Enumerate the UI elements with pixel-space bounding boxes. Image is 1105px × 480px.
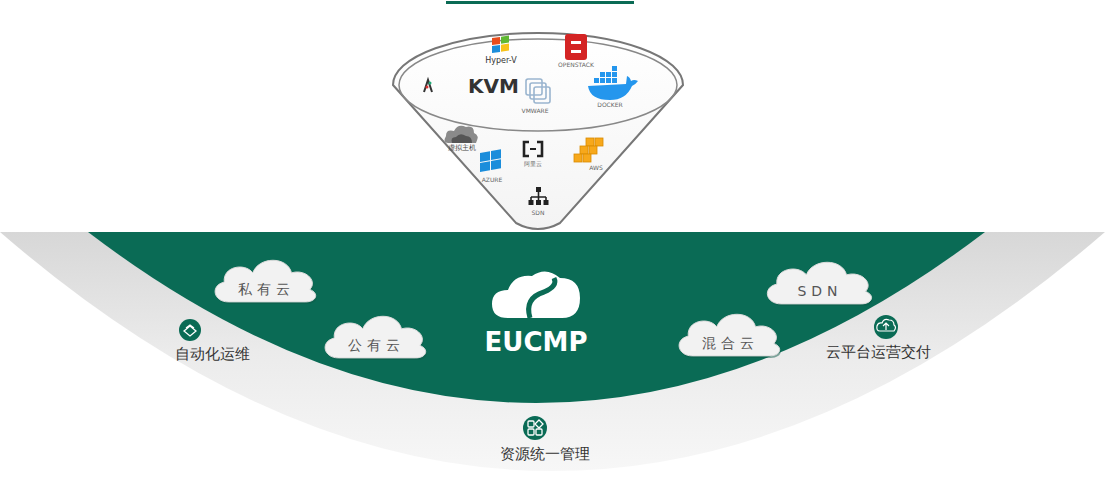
sdn-icon bbox=[529, 187, 549, 205]
docker-icon bbox=[588, 66, 638, 100]
grey-arc-band bbox=[0, 232, 1105, 471]
platform-logo-text: KVM bbox=[468, 75, 519, 97]
core-band: EUCMP 私有云公有云 混合云 SDN bbox=[88, 232, 985, 407]
cloud-box: SDN bbox=[760, 256, 876, 306]
source-funnel-shape bbox=[388, 30, 688, 235]
platform-label: AWS bbox=[589, 165, 603, 172]
cloud-label: 混合云 bbox=[702, 336, 759, 351]
ops-icon bbox=[179, 319, 201, 341]
platform-label: 阿里云 bbox=[524, 161, 542, 168]
vhost-icon bbox=[444, 126, 477, 143]
platform-label: AZURE bbox=[482, 177, 503, 184]
kvm-icon bbox=[424, 80, 432, 92]
top-rule-bar bbox=[446, 1, 634, 4]
platform-label: VMWARE bbox=[522, 108, 549, 115]
hyperv-icon bbox=[492, 36, 509, 53]
product-name: EUCMP bbox=[485, 328, 588, 357]
funnel-rim bbox=[399, 39, 677, 131]
cloud-outline bbox=[215, 260, 316, 302]
aliyun-icon bbox=[524, 142, 542, 156]
eucmp-logo bbox=[492, 271, 580, 318]
cloud-label: 公有云 bbox=[348, 338, 405, 353]
funnel-outline bbox=[393, 33, 683, 229]
platform-label: OPENSTACK bbox=[558, 62, 594, 69]
resource-icon bbox=[523, 416, 547, 440]
cloud-label: 私有云 bbox=[238, 282, 295, 297]
delivery-icon bbox=[874, 315, 898, 339]
cloud-box: 公有云 bbox=[318, 310, 430, 360]
top-rule bbox=[0, 0, 1105, 10]
vmware-icon bbox=[526, 79, 550, 103]
aws-icon bbox=[574, 138, 603, 162]
core-band-shape bbox=[88, 232, 985, 407]
cloud-box: 混合云 bbox=[672, 308, 784, 358]
platform-label: DOCKER bbox=[597, 102, 622, 109]
platform-label: SDN bbox=[532, 210, 545, 217]
cloud-outline bbox=[767, 262, 871, 304]
capability-band: 自动化运维资源统一管理 云平台运营交付 EUCMP 私有云公有云 混合云 SDN bbox=[0, 232, 1105, 480]
cloud-outline bbox=[679, 314, 780, 356]
cloud-label: SDN bbox=[797, 284, 842, 299]
azure-icon bbox=[480, 149, 501, 172]
capability-label: 云平台运营交付 bbox=[826, 344, 931, 361]
source-funnel: Hyper-V OPENSTACK KVM VMWARE DOCKER 虚拟主机 AZURE… bbox=[388, 30, 688, 235]
capability-label: 自动化运维 bbox=[175, 346, 250, 363]
platform-label: 虚拟主机 bbox=[448, 145, 476, 153]
cloud-box: 私有云 bbox=[208, 254, 320, 304]
cloud-outline bbox=[325, 316, 426, 358]
capability-label: 资源统一管理 bbox=[500, 446, 590, 463]
platform-label: Hyper-V bbox=[485, 57, 516, 66]
openstack-icon bbox=[565, 34, 587, 60]
green-arc-band bbox=[88, 232, 985, 403]
